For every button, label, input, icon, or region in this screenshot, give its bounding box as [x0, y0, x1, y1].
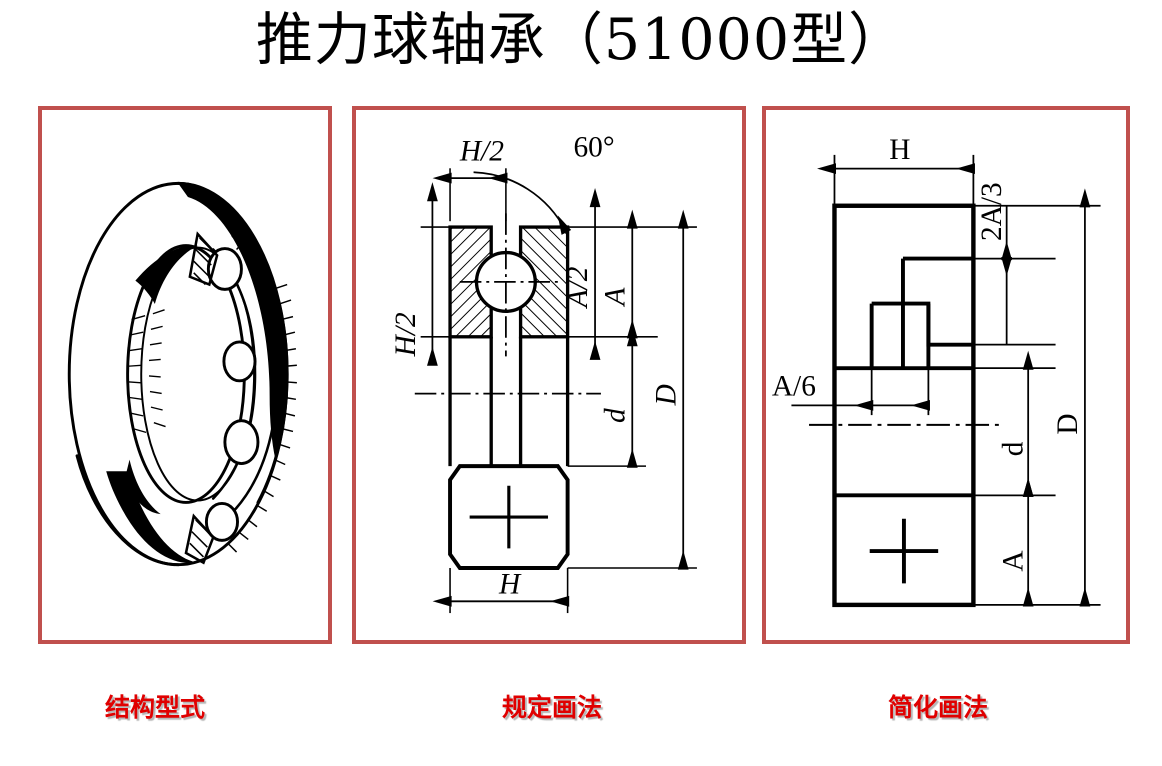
standard-drawing: H/2 H/2 60° A/2 A d D H: [390, 132, 697, 614]
extension-lines: [833, 154, 1101, 606]
label-sixth-a: A/6: [772, 371, 816, 403]
cross-symbol: [869, 518, 939, 584]
dimension-lines: [427, 171, 689, 607]
label-height: H: [498, 568, 522, 600]
label-bore-diameter: d: [599, 408, 631, 423]
simplified-drawing: H 2A/3 A/6 d A D: [772, 134, 1101, 608]
dimension-lines: [791, 163, 1091, 607]
center-line: [414, 213, 601, 395]
label-bore-diameter: d: [997, 441, 1029, 456]
panel-simplified: H 2A/3 A/6 d A D: [762, 106, 1130, 644]
label-half-a: A/2: [562, 266, 594, 309]
inner-symbol: [869, 256, 974, 369]
bearing-pictorial-drawing: [67, 181, 297, 567]
caption-simplified: 简化画法: [888, 693, 989, 722]
panel-structure: [38, 106, 332, 644]
bearing-body-outline: [448, 336, 570, 467]
angle-leader: [473, 171, 572, 235]
caption-standard: 规定画法: [502, 693, 603, 722]
label-dim-a: A: [997, 550, 1029, 571]
label-half-height-left: H/2: [390, 312, 422, 357]
label-half-height-top: H/2: [459, 135, 504, 167]
label-contact-angle: 60°: [573, 132, 614, 164]
label-outer-diameter: D: [650, 384, 682, 406]
page-title: 推力球轴承（51000型）: [255, 7, 907, 73]
simplified-square-symbol: [448, 464, 570, 570]
label-dim-a: A: [599, 286, 631, 307]
label-two-thirds-a: 2A/3: [976, 182, 1008, 241]
label-height: H: [889, 134, 910, 166]
panel-standard: H/2 H/2 60° A/2 A d D H: [352, 106, 746, 644]
label-outer-diameter: D: [1052, 413, 1084, 434]
caption-structure: 结构型式: [105, 693, 206, 722]
